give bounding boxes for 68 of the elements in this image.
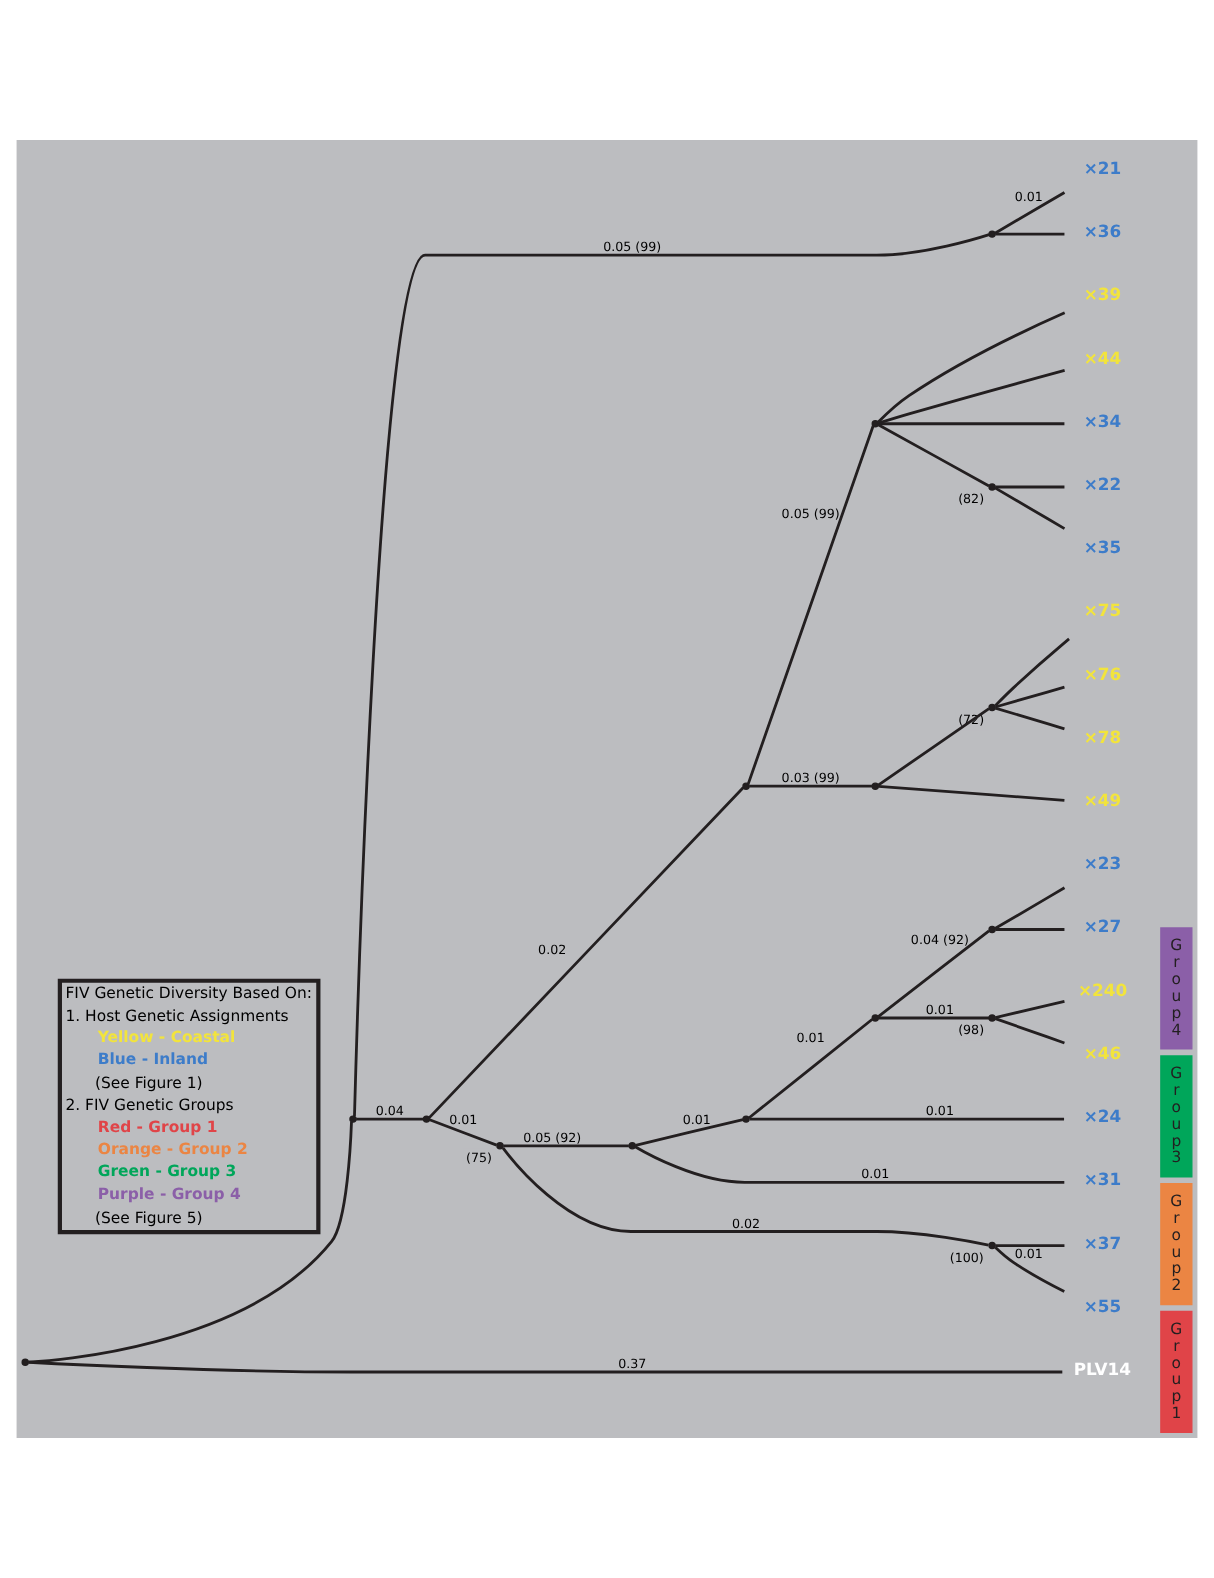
- node-point: [871, 782, 880, 790]
- node-point: [422, 1115, 431, 1123]
- node-text: ×22: [1083, 473, 1122, 494]
- node-point: [742, 1115, 750, 1123]
- connector: [995, 485, 1065, 489]
- node-point: [349, 1115, 357, 1123]
- node-text: ×39: [1083, 284, 1122, 305]
- node-point: [21, 1358, 29, 1366]
- connector: [994, 637, 1070, 707]
- node-text: ×31: [1083, 1169, 1122, 1190]
- connector: [877, 311, 1066, 424]
- connector: [501, 1147, 989, 1247]
- connector: [428, 786, 745, 1119]
- connector: [994, 1246, 1065, 1293]
- connector: [995, 999, 1065, 1019]
- node-text: ×55: [1083, 1295, 1122, 1316]
- node-text: ×23: [1083, 853, 1122, 874]
- connector: [634, 1145, 1065, 1184]
- node-point: [871, 420, 880, 428]
- node-point: [496, 1142, 504, 1150]
- node-text: ×240: [1078, 979, 1128, 1000]
- connector: [994, 486, 1066, 530]
- node-text: ×27: [1083, 916, 1122, 937]
- node-point: [988, 483, 996, 491]
- connector: [878, 422, 1065, 426]
- node-text: ×24: [1083, 1106, 1122, 1127]
- node-text: ×35: [1083, 537, 1122, 558]
- connector: [994, 706, 1065, 731]
- node-text: ×76: [1083, 663, 1122, 684]
- node-text: ×75: [1083, 600, 1122, 621]
- connector: [28, 1360, 1063, 1374]
- connector: [503, 1144, 629, 1148]
- node-text: ×46: [1083, 1042, 1122, 1063]
- connector: [995, 685, 1065, 709]
- connector: [878, 1016, 989, 1020]
- node-point: [628, 1142, 636, 1150]
- connector: [878, 369, 1065, 425]
- connector: [995, 1244, 1065, 1247]
- node-text: PLV14: [1073, 1358, 1131, 1379]
- connector: [635, 1118, 744, 1147]
- connector: [994, 886, 1066, 930]
- node-point: [988, 1241, 996, 1250]
- node-text: ×36: [1083, 221, 1122, 242]
- connector: [878, 784, 1065, 802]
- connector: [429, 1118, 498, 1147]
- connector: [748, 1018, 874, 1120]
- connector: [746, 425, 875, 785]
- connector: [994, 1017, 1065, 1045]
- connector: [749, 1117, 1065, 1121]
- connector: [994, 191, 1066, 235]
- node-point: [742, 782, 750, 790]
- connector: [877, 929, 990, 1018]
- node-text: ×21: [1083, 157, 1122, 178]
- node-text: ×44: [1083, 347, 1122, 368]
- node-point: [871, 1014, 880, 1022]
- node-point: [988, 1014, 996, 1022]
- connector: [749, 784, 872, 788]
- connector: [995, 928, 1065, 931]
- node-text: ×34: [1083, 410, 1122, 431]
- connector: [877, 423, 990, 488]
- node-text: ×49: [1083, 790, 1122, 810]
- connector: [995, 232, 1065, 236]
- node-point: [988, 925, 996, 934]
- node-point: [988, 230, 996, 238]
- connector: [356, 1117, 424, 1121]
- connector: [28, 1122, 353, 1364]
- node-text: ×78: [1083, 726, 1122, 747]
- node-text: ×37: [1083, 1232, 1122, 1253]
